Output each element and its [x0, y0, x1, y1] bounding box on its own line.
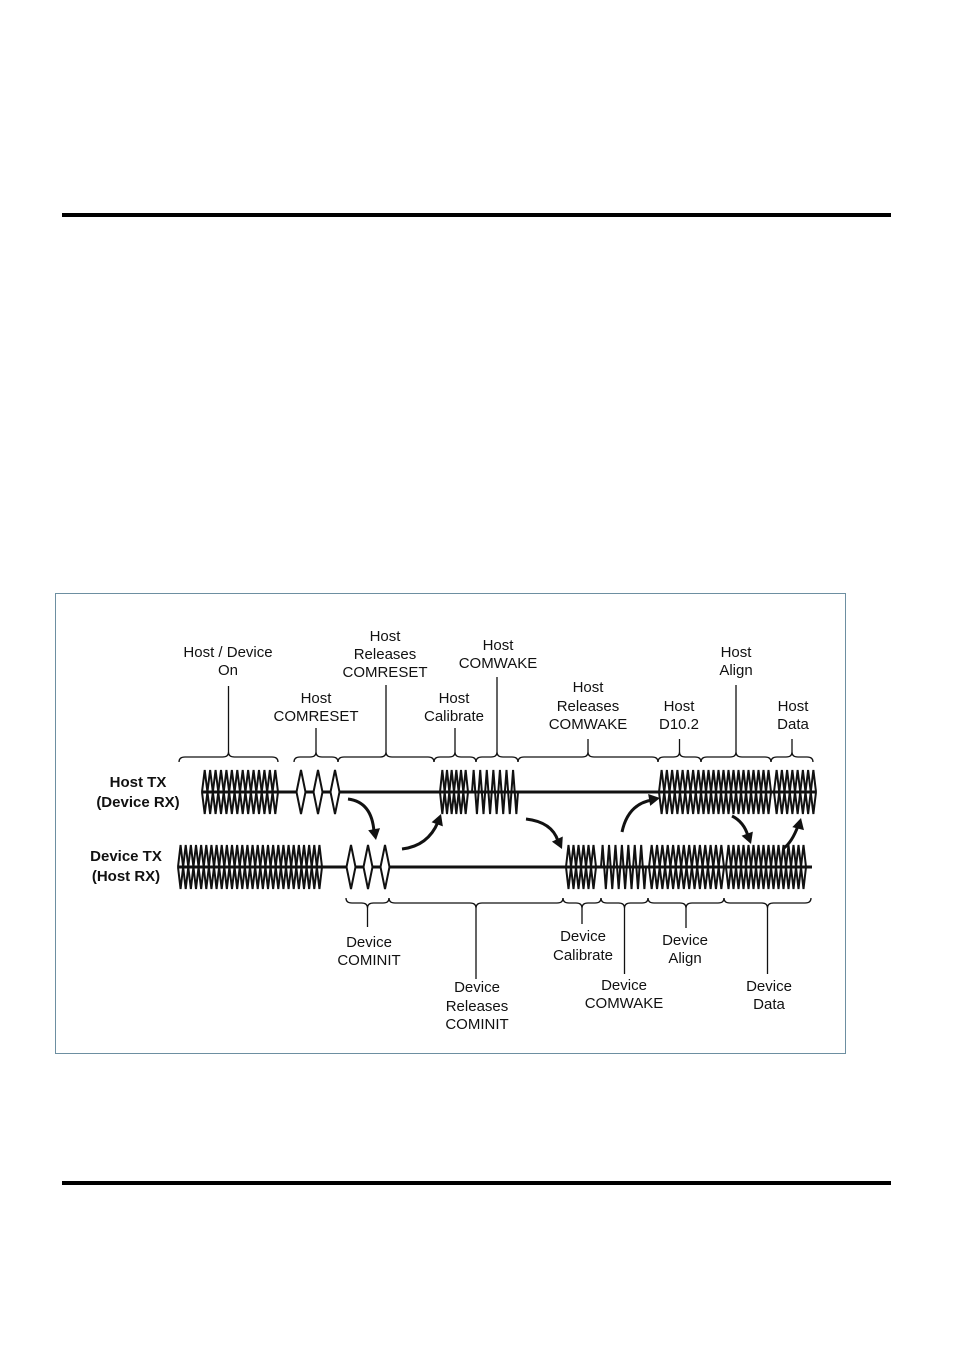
- label-device-calibrate: Calibrate: [553, 947, 613, 964]
- brace-host-comwake: [476, 752, 518, 762]
- label-device-calibrate: Device: [560, 928, 606, 945]
- host-tx-sublabel: (Device RX): [96, 794, 179, 811]
- brace-device-comwake: [601, 898, 648, 908]
- brace-host-d102: [658, 752, 701, 762]
- brace-host-align: [701, 752, 771, 762]
- label-host-device-on: On: [218, 662, 238, 679]
- device-tx-label: Device TX: [90, 848, 162, 865]
- brace-host-calibrate: [434, 752, 476, 762]
- host-calibrate-burst: [440, 770, 468, 814]
- label-device-align: Align: [668, 950, 701, 967]
- device-tx-sublabel: (Host RX): [92, 868, 160, 885]
- host-comreset-burst: [297, 770, 340, 814]
- host-comwake-burst-wave: [472, 770, 518, 814]
- device-align-burst-wave: [649, 845, 724, 889]
- host-align-burst: [701, 770, 771, 814]
- device-align-burst: [649, 845, 724, 889]
- brace-host-releases-comreset: [338, 752, 434, 762]
- device-cominit-burst-pulse: [364, 845, 373, 889]
- arrow-cominit-to-calibrate: [402, 822, 438, 849]
- brace-device-releases-cominit: [389, 898, 563, 908]
- brace-device-calibrate: [563, 898, 601, 908]
- host-calibrate-burst-wave: [440, 770, 468, 814]
- label-host-releases-comreset: Host: [370, 628, 402, 645]
- label-device-releases-cominit: Device: [454, 979, 500, 996]
- arrow-device-comwake-to-host: [622, 800, 652, 832]
- label-host-data: Host: [778, 698, 810, 715]
- device-calibrate-burst-wave: [566, 845, 596, 889]
- brace-host-releases-comwake: [518, 752, 658, 762]
- host-comreset-burst-pulse: [331, 770, 340, 814]
- oob-sequence-diagram: Host TX (Device RX) Device TX (Host RX) …: [56, 594, 847, 1055]
- device-calibrate-burst: [566, 845, 596, 889]
- label-device-cominit: Device: [346, 934, 392, 951]
- label-device-comwake: Device: [601, 977, 647, 994]
- device-cominit-burst-pulse: [381, 845, 390, 889]
- host-on-burst: [202, 770, 278, 814]
- label-device-align: Device: [662, 932, 708, 949]
- label-host-align: Host: [721, 644, 753, 661]
- arrow-comreset-to-cominit-head: [368, 828, 380, 840]
- label-host-releases-comwake: Host: [573, 679, 605, 696]
- label-host-data: Data: [777, 716, 809, 733]
- brace-device-data: [724, 898, 811, 908]
- label-device-data: Data: [753, 996, 785, 1013]
- host-tx-label: Host TX: [110, 774, 167, 791]
- host-on-burst-wave: [202, 770, 278, 814]
- device-cominit-burst: [347, 845, 390, 889]
- device-comwake-burst: [601, 845, 646, 889]
- label-host-comreset: Host: [301, 690, 333, 707]
- label-host-releases-comreset: Releases: [354, 646, 417, 663]
- host-comreset-burst-pulse: [314, 770, 323, 814]
- top-rule: [62, 213, 891, 217]
- brace-host-data: [771, 752, 813, 762]
- label-host-releases-comreset: COMRESET: [342, 664, 427, 681]
- brace-device-align: [648, 898, 724, 908]
- label-host-device-on: Host / Device: [183, 644, 272, 661]
- label-device-data: Device: [746, 978, 792, 995]
- bottom-rule: [62, 1181, 891, 1185]
- host-comreset-burst-pulse: [297, 770, 306, 814]
- label-host-comreset: COMRESET: [273, 708, 358, 725]
- label-host-calibrate: Host: [439, 690, 471, 707]
- label-device-comwake: COMWAKE: [585, 995, 664, 1012]
- arrow-comreset-to-cominit: [348, 799, 374, 832]
- arrow-comwake-to-device: [526, 819, 558, 841]
- label-host-d102: Host: [664, 698, 696, 715]
- label-host-comwake: Host: [483, 637, 515, 654]
- label-device-releases-cominit: COMINIT: [445, 1016, 508, 1033]
- signal-bursts: [178, 770, 816, 889]
- arrow-device-comwake-to-host-head: [648, 794, 660, 806]
- device-comwake-burst-wave: [601, 845, 646, 889]
- label-host-align: Align: [719, 662, 752, 679]
- host-align-burst-wave: [701, 770, 771, 814]
- device-cominit-burst-pulse: [347, 845, 356, 889]
- brace-device-cominit: [346, 898, 389, 908]
- oob-signaling-figure: Host TX (Device RX) Device TX (Host RX) …: [55, 593, 846, 1054]
- host-comwake-burst: [472, 770, 518, 814]
- arrow-device-align-to-host-data-head: [792, 818, 804, 830]
- brace-host-comreset: [294, 752, 338, 762]
- label-host-releases-comwake: COMWAKE: [549, 716, 628, 733]
- label-host-comwake: COMWAKE: [459, 655, 538, 672]
- label-host-d102: D10.2: [659, 716, 699, 733]
- label-device-cominit: COMINIT: [337, 952, 400, 969]
- arrow-device-align-to-host-data: [784, 826, 798, 848]
- label-device-releases-cominit: Releases: [446, 998, 509, 1015]
- brace-host-device-on: [179, 752, 278, 762]
- label-host-releases-comwake: Releases: [557, 698, 620, 715]
- arrow-host-align-to-device: [732, 816, 748, 836]
- label-host-calibrate: Calibrate: [424, 708, 484, 725]
